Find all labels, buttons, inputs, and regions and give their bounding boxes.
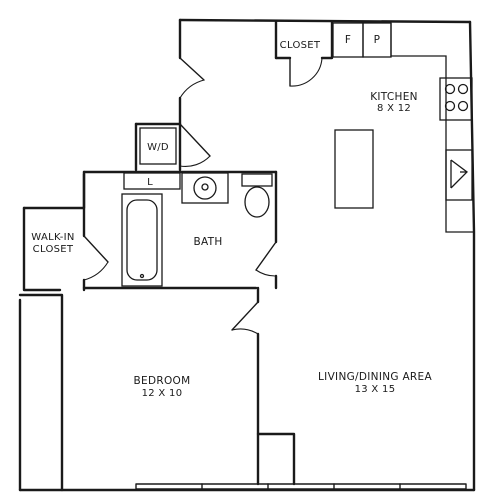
bathtub-icon xyxy=(121,193,163,287)
bath-label: BATH xyxy=(193,236,222,248)
washer-dryer-label: W/D xyxy=(147,142,169,153)
interior-walls xyxy=(82,20,334,486)
kitchen-island xyxy=(334,129,374,209)
walk-in-label-line1: WALK-IN xyxy=(31,232,74,243)
bottom-windows xyxy=(135,483,467,490)
bedroom-label: BEDROOM xyxy=(134,375,191,387)
fridge-pantry xyxy=(332,22,392,58)
washer-dryer-box xyxy=(139,127,177,165)
bedroom-size: 12 X 10 xyxy=(142,388,183,399)
kitchen-counter xyxy=(390,23,474,233)
linen-cabinet xyxy=(123,172,181,190)
linen-label: L xyxy=(147,177,153,188)
bath-sink-icon xyxy=(181,172,229,204)
kitchen-size: 8 X 12 xyxy=(377,103,411,114)
closet-label: CLOSET xyxy=(280,40,321,51)
walk-in-label-line2: CLOSET xyxy=(33,244,74,255)
kitchen-label: KITCHEN xyxy=(370,91,418,103)
door-swings xyxy=(83,57,323,335)
stove-icon xyxy=(439,77,473,121)
kitchen-sink-icon xyxy=(445,149,473,201)
living-dining-size: 13 X 15 xyxy=(355,384,396,395)
living-dining-label: LIVING/DINING AREA xyxy=(318,371,432,383)
fridge-label: F xyxy=(345,34,351,46)
pantry-label: P xyxy=(374,34,381,46)
toilet-icon xyxy=(241,173,273,218)
